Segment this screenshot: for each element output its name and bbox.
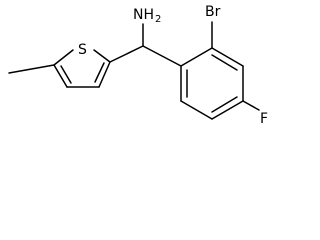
bond-c5-c4 bbox=[53, 64, 68, 88]
bond-c2-s bbox=[93, 49, 111, 63]
bond-c4-f bbox=[242, 100, 260, 111]
bond-c3-c2 bbox=[98, 61, 111, 88]
bond-c1-c2 bbox=[180, 47, 213, 67]
bond-c2-c3 bbox=[211, 47, 244, 67]
benzene-ring bbox=[142, 21, 260, 120]
bond-c3-c2-double bbox=[94, 62, 105, 83]
bond-c2-c3-double bbox=[211, 54, 238, 71]
bond-c4-c5-double bbox=[211, 96, 238, 113]
bond-c5-methyl bbox=[8, 64, 55, 74]
chemical-structure-diagram: NH 2 S Br F bbox=[8, 4, 268, 127]
bond-c5-c6 bbox=[180, 100, 213, 120]
bond-ch-thiophene bbox=[109, 45, 144, 63]
amine-label: NH bbox=[133, 7, 154, 23]
sulfur-label: S bbox=[78, 42, 87, 58]
bromine-label: Br bbox=[205, 4, 221, 20]
thiophene-ring bbox=[8, 45, 144, 88]
bond-c4-c5 bbox=[211, 100, 244, 120]
amine-subscript: 2 bbox=[155, 14, 161, 25]
bond-c5-c4-double bbox=[60, 65, 72, 84]
bond-ch-phenyl bbox=[142, 45, 182, 67]
fluorine-label: F bbox=[260, 111, 268, 127]
bond-s-c5 bbox=[53, 49, 74, 66]
